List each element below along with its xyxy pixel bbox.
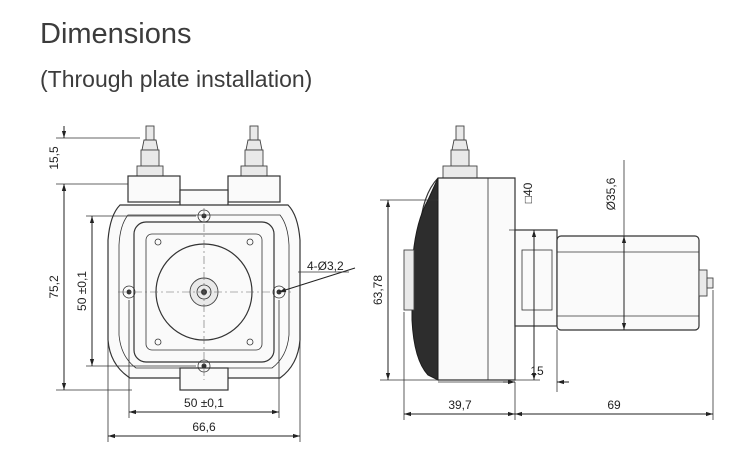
dim-square: □40: [521, 182, 535, 203]
dim-flange: 15: [530, 364, 544, 378]
dim-head-depth: 39,7: [448, 398, 472, 412]
tube-fitting-left: [136, 125, 164, 177]
tube-fitting-right: [240, 125, 268, 177]
dim-body-height: 63,78: [371, 275, 385, 305]
dim-total-height: 75,2: [47, 275, 61, 299]
dim-hole-pitch-vertical: 50 ±0,1: [75, 271, 89, 311]
page-title: Dimensions: [40, 18, 192, 50]
front-view: 15,5 75,2 50 ±0,1 50 ±0,1 66,6 4-Ø3,2: [47, 125, 356, 442]
dim-motor-diameter: Ø35,6: [604, 177, 618, 210]
page-subtitle: (Through plate installation): [40, 66, 313, 92]
flange: [514, 229, 558, 327]
dim-tube-height: 15,5: [47, 146, 61, 170]
dim-hole-pitch-horizontal: 50 ±0,1: [184, 396, 224, 410]
dim-total-width: 66,6: [192, 420, 216, 434]
dim-motor-length: 69: [607, 398, 621, 412]
tube-fitting-side: [442, 125, 478, 179]
side-view: 63,78 □40 Ø35,6 15 39,7 69: [371, 125, 714, 420]
dim-mount-holes: 4-Ø3,2: [307, 259, 344, 273]
